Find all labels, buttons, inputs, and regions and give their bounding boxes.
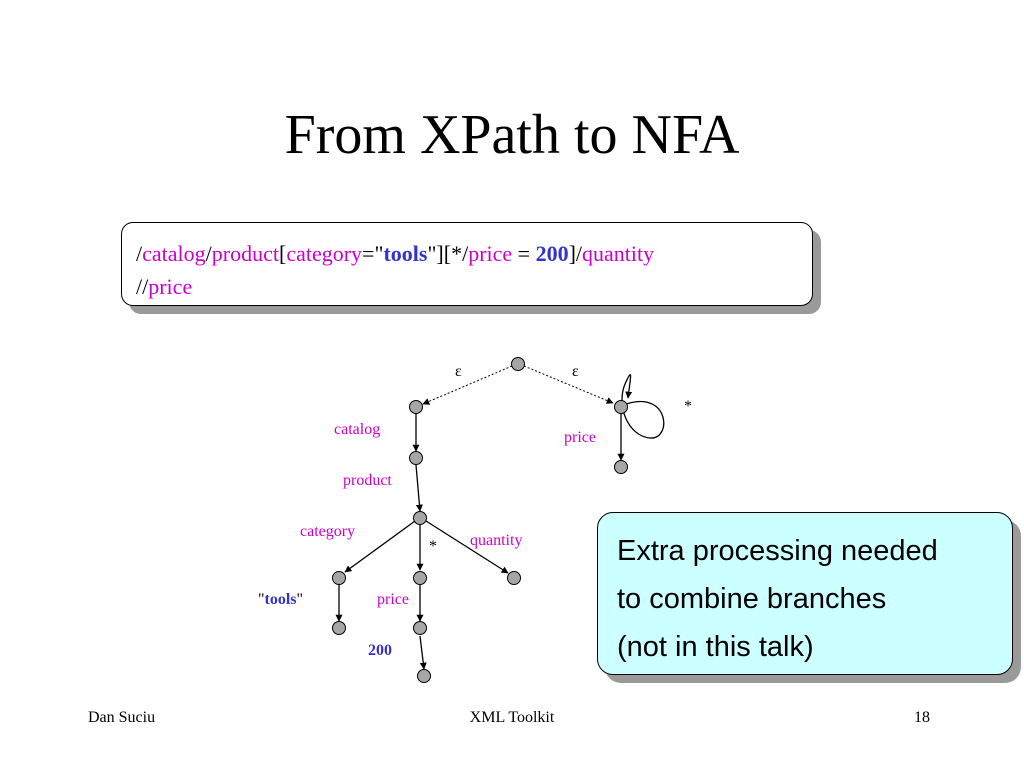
xpath-step-category: category xyxy=(286,241,363,266)
nfa-state xyxy=(417,669,431,683)
footer-center: XML Toolkit xyxy=(469,709,555,726)
xpath-equals: =" xyxy=(362,241,384,266)
label-product: product xyxy=(343,472,392,489)
xpath-separator: // xyxy=(136,274,149,299)
nfa-state xyxy=(614,400,628,414)
label-loop-star: * xyxy=(684,398,692,415)
epsilon-edge-right xyxy=(523,365,614,404)
xpath-step-price: price xyxy=(468,241,513,266)
note-line-2: to combine branches xyxy=(617,583,887,615)
label-epsilon-left: ε xyxy=(455,363,462,380)
label-200: 200 xyxy=(368,642,392,659)
note-line-3: (not in this talk) xyxy=(617,631,814,663)
xpath-line-1: /catalog/product[category="tools"][*/pri… xyxy=(136,237,812,270)
xpath-bracket: "][*/ xyxy=(427,241,469,266)
note-callout: Extra processing needed to combine branc… xyxy=(597,512,1013,675)
xpath-step-catalog: catalog xyxy=(142,241,206,266)
note-line-1: Extra processing needed xyxy=(617,535,938,567)
xpath-line-2: //price xyxy=(136,270,812,303)
nfa-state xyxy=(511,357,525,371)
nfa-state xyxy=(409,400,423,414)
xpath-equals: = xyxy=(512,241,536,266)
slide-title: From XPath to NFA xyxy=(284,104,740,166)
nfa-state xyxy=(413,571,427,585)
label-tools: "tools" xyxy=(258,591,303,608)
xpath-bracket: [ xyxy=(278,241,287,266)
label-category: category xyxy=(300,523,355,540)
footer-author: Dan Suciu xyxy=(88,709,156,726)
footer-page-number: 18 xyxy=(914,709,930,726)
label-catalog: catalog xyxy=(334,421,380,438)
nfa-state xyxy=(507,571,521,585)
nfa-state xyxy=(413,511,427,525)
label-star: * xyxy=(429,538,437,555)
edge-product xyxy=(415,464,423,512)
nfa-state xyxy=(409,451,423,465)
xpath-literal-tools: tools xyxy=(383,241,428,266)
nfa-state xyxy=(614,460,628,474)
edge-quantity xyxy=(425,520,509,574)
xpath-separator: / xyxy=(136,241,143,266)
xpath-separator: / xyxy=(205,241,212,266)
nfa-state xyxy=(413,621,427,635)
xpath-bracket: ]/ xyxy=(568,241,583,266)
xpath-expression-box: /catalog/product[category="tools"][*/pri… xyxy=(121,222,813,306)
nfa-state xyxy=(332,621,346,635)
xpath-step-quantity: quantity xyxy=(582,241,655,266)
label-epsilon-right: ε xyxy=(572,363,579,380)
nfa-state xyxy=(332,571,346,585)
edge-category xyxy=(344,520,416,573)
label-quantity: quantity xyxy=(470,532,522,549)
xpath-step-price-descendant: price xyxy=(148,274,193,299)
xpath-step-product: product xyxy=(211,241,279,266)
label-price: price xyxy=(377,591,409,608)
edge-200 xyxy=(419,635,427,670)
label-price-right: price xyxy=(564,429,596,446)
epsilon-edge-left xyxy=(422,365,513,405)
self-loop-edge xyxy=(621,374,665,439)
xpath-literal-200: 200 xyxy=(535,241,569,266)
